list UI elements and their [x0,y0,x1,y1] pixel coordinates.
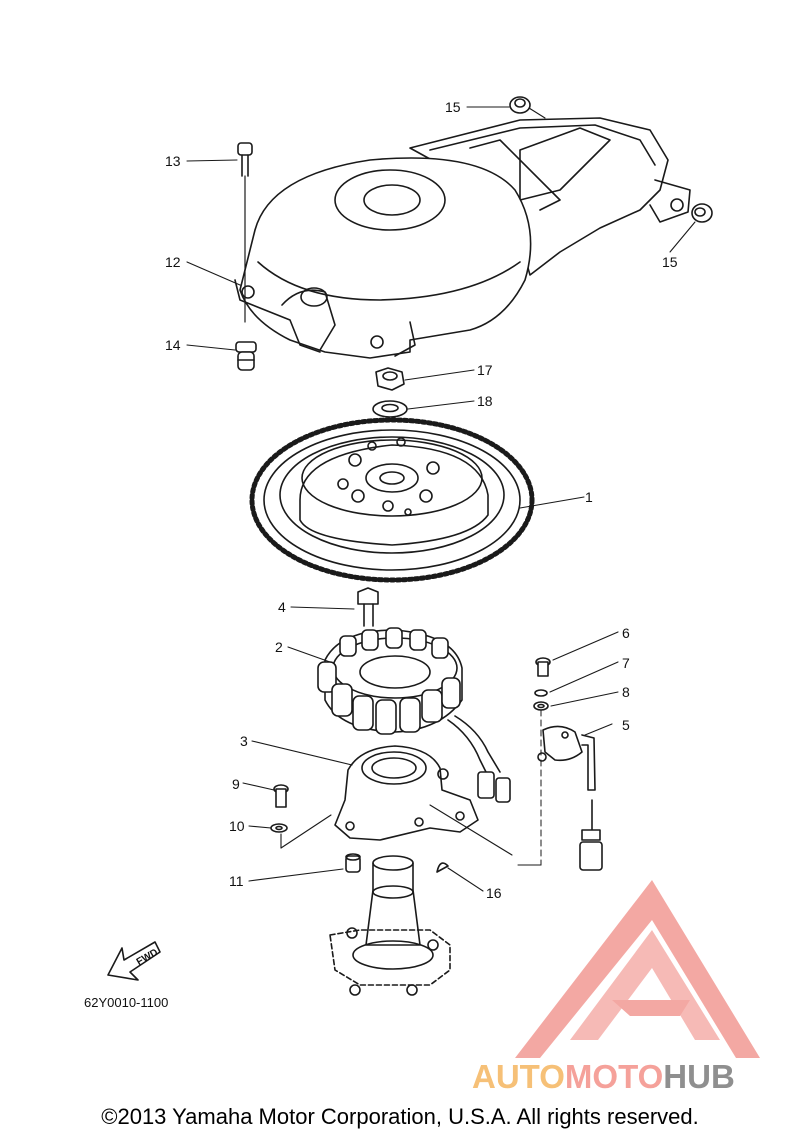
callout-16: 16 [486,885,502,901]
stator-base [334,745,479,841]
callout-9: 9 [232,776,240,792]
fwd-arrow [107,941,161,981]
callout-7: 7 [622,655,630,671]
stator [317,627,511,803]
watermark-logo [515,880,760,1058]
washer-18 [372,400,408,418]
grommet-15-right [691,203,713,223]
callout-17: 17 [477,362,493,378]
nut-17 [375,367,405,391]
watermark-moto: MOTO [564,1058,664,1095]
callout-11: 11 [229,873,244,889]
bolt-13 [237,142,253,323]
callout-15-top: 15 [445,99,461,115]
flywheel-cover [234,117,691,359]
washer-10 [270,823,288,833]
washer-7 [534,689,548,697]
pulser-coil [537,725,603,871]
callout-10: 10 [229,818,245,834]
callout-12: 12 [165,254,181,270]
callout-3: 3 [240,733,248,749]
callout-5: 5 [622,717,630,733]
woodruff-key-16 [436,862,449,873]
callout-2: 2 [275,639,283,655]
callout-1: 1 [585,489,593,505]
flywheel [249,417,535,583]
crankshaft-housing [329,855,451,996]
callout-15-right: 15 [662,254,678,270]
watermark-auto: AUTO [472,1058,565,1095]
callout-18: 18 [477,393,493,409]
grommet-14 [235,341,257,371]
screw-9 [273,784,289,808]
callout-13: 13 [165,153,181,169]
watermark-text: AUTOMOTOHUB [472,1058,735,1096]
callout-14: 14 [165,337,181,353]
copyright-notice: ©2013 Yamaha Motor Corporation, U.S.A. A… [101,1104,699,1129]
bolt-4 [357,587,379,627]
callout-8: 8 [622,684,630,700]
callout-4: 4 [278,599,286,615]
screw-6 [535,657,551,677]
collar-11 [345,853,361,873]
watermark-hub: HUB [663,1058,735,1095]
callout-6: 6 [622,625,630,641]
washer-8 [533,701,549,711]
diagram-code: 62Y0010-1100 [84,995,169,1010]
grommet-15-top [509,96,531,114]
